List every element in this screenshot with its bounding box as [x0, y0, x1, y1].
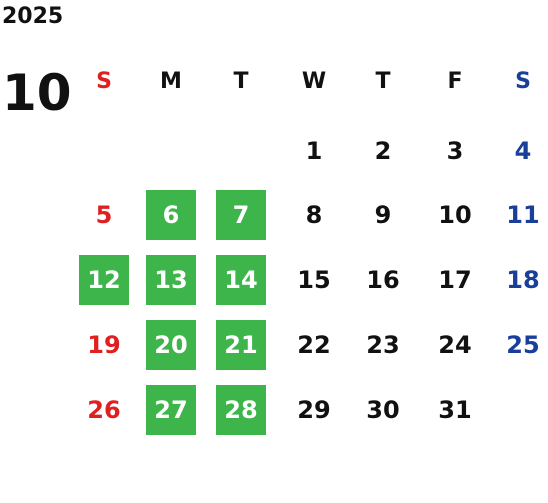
day-cell-highlighted[interactable]: 20: [146, 320, 196, 370]
day-cell[interactable]: 29: [297, 396, 331, 424]
day-cell[interactable]: 5: [95, 201, 113, 229]
day-cell[interactable]: 1: [305, 137, 323, 165]
day-cell-highlighted[interactable]: 21: [216, 320, 266, 370]
day-cell[interactable]: 3: [446, 137, 464, 165]
day-cell-highlighted[interactable]: 6: [146, 190, 196, 240]
day-cell[interactable]: 9: [374, 201, 392, 229]
day-cell-highlighted[interactable]: 7: [216, 190, 266, 240]
day-cell[interactable]: 15: [297, 266, 331, 294]
day-cell[interactable]: 30: [366, 396, 400, 424]
day-cell[interactable]: 23: [366, 331, 400, 359]
day-cell[interactable]: 11: [506, 201, 540, 229]
day-cell[interactable]: 31: [438, 396, 472, 424]
day-cell[interactable]: 18: [506, 266, 540, 294]
day-cell[interactable]: 25: [506, 331, 540, 359]
day-cell-highlighted[interactable]: 28: [216, 385, 266, 435]
day-cell[interactable]: 10: [438, 201, 472, 229]
day-cell-highlighted[interactable]: 27: [146, 385, 196, 435]
year-label: 2025: [2, 4, 64, 29]
day-cell[interactable]: 17: [438, 266, 472, 294]
month-number: 10: [2, 64, 72, 122]
weekday-header: T: [375, 68, 391, 94]
weekday-header: T: [233, 68, 249, 94]
day-cell[interactable]: 24: [438, 331, 472, 359]
day-cell[interactable]: 8: [305, 201, 323, 229]
weekday-header: S: [515, 68, 531, 94]
weekday-header: S: [96, 68, 112, 94]
day-cell-highlighted[interactable]: 14: [216, 255, 266, 305]
day-cell[interactable]: 26: [87, 396, 121, 424]
weekday-header: W: [301, 68, 327, 94]
day-cell[interactable]: 16: [366, 266, 400, 294]
day-cell-highlighted[interactable]: 13: [146, 255, 196, 305]
day-cell[interactable]: 4: [514, 137, 532, 165]
day-cell[interactable]: 19: [87, 331, 121, 359]
weekday-header: M: [160, 68, 182, 94]
day-cell[interactable]: 22: [297, 331, 331, 359]
day-cell[interactable]: 2: [374, 137, 392, 165]
weekday-header: F: [447, 68, 463, 94]
day-cell-highlighted[interactable]: 12: [79, 255, 129, 305]
